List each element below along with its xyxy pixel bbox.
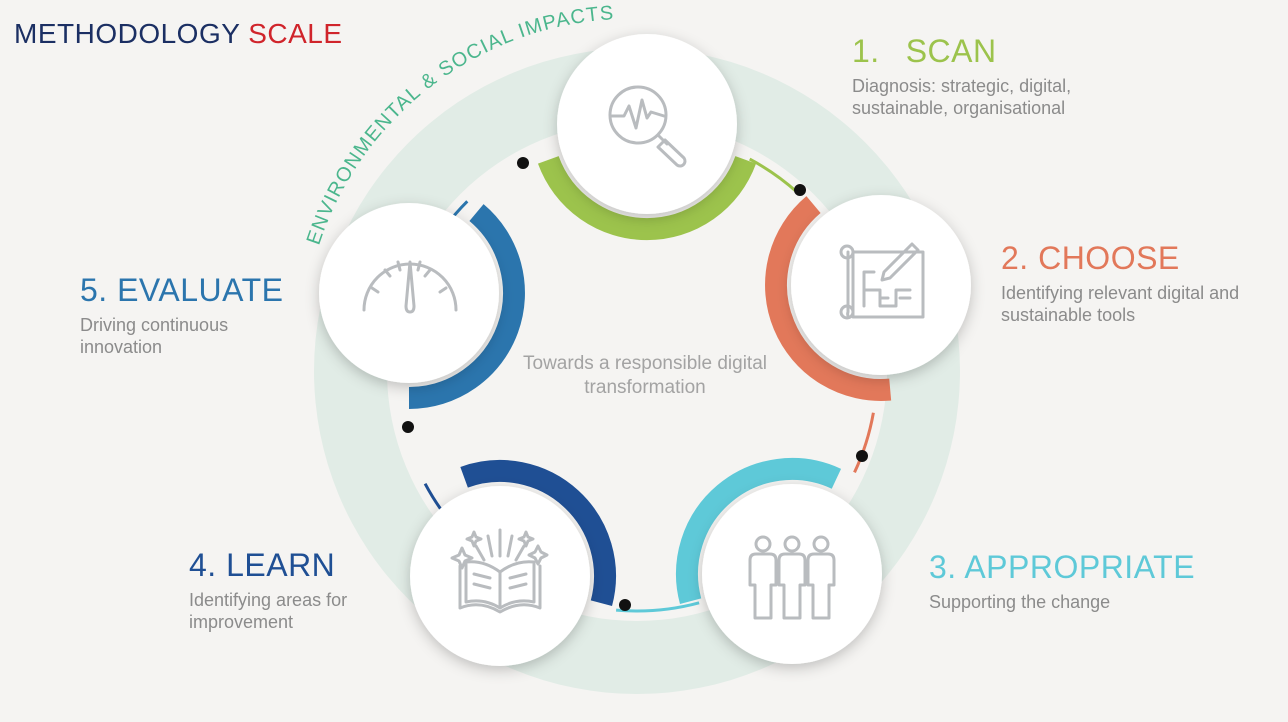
center-caption: Towards a responsible digital transforma…: [523, 353, 767, 398]
step-choose: 2. CHOOSE Identifying relevant digital a…: [1001, 240, 1261, 326]
connector-dots: [402, 157, 868, 611]
node-evaluate-circle: [319, 203, 499, 383]
title-methodology: METHODOLOGY: [14, 18, 240, 49]
blueprint-pencil-icon: [839, 242, 925, 320]
step-learn-number: 4.: [189, 547, 217, 583]
connector-dot-3: [856, 450, 868, 462]
step-evaluate-number: 5.: [80, 272, 108, 308]
step-scan-name: SCAN: [905, 33, 997, 69]
magnifier-pulse-icon: [608, 85, 687, 168]
connector-appropriate: [615, 601, 700, 613]
title-scale: SCALE: [248, 18, 343, 49]
step-choose-description: Identifying relevant digital and sustain…: [1001, 283, 1240, 326]
page-title: METHODOLOGY SCALE: [14, 18, 343, 50]
step-choose-name: CHOOSE: [1038, 240, 1180, 276]
band-appropriate: [676, 458, 842, 605]
node-evaluate: [319, 203, 499, 383]
connector-choose: [853, 412, 875, 474]
step-appropriate-description: Supporting the change: [929, 592, 1111, 613]
connector-dot-5: [402, 421, 414, 433]
step-learn-name: LEARN: [226, 547, 336, 583]
connector-dot-2: [794, 184, 806, 196]
node-scan: [557, 34, 737, 214]
gauge-icon: [362, 260, 458, 314]
band-scan: [537, 155, 757, 240]
people-group-icon: [748, 535, 836, 620]
step-scan-description: Diagnosis: strategic, digital, sustainab…: [852, 76, 1072, 119]
step-evaluate-name: EVALUATE: [117, 272, 284, 308]
node-choose: [791, 195, 971, 375]
node-scan-circle: [557, 34, 737, 214]
step-evaluate: 5. EVALUATE Driving continuous innovatio…: [80, 272, 284, 358]
node-choose-circle: [791, 195, 971, 375]
step-appropriate: 3. APPROPRIATE Supporting the change: [929, 549, 1229, 613]
open-book-icon: [450, 528, 549, 614]
node-learn: [410, 486, 590, 666]
connector-dot-4: [619, 599, 631, 611]
step-choose-number: 2.: [1001, 240, 1029, 276]
step-choose-title: 2. CHOOSE: [1001, 240, 1261, 276]
step-scan: 1. SCAN Diagnosis: strategic, digital, su…: [852, 33, 1122, 119]
step-appropriate-title: 3. APPROPRIATE: [929, 549, 1229, 585]
node-appropriate: [702, 484, 882, 664]
step-learn-description: Identifying areas for improvement: [189, 590, 348, 633]
node-appropriate-circle: [702, 484, 882, 664]
bands: [408, 155, 892, 607]
step-evaluate-description: Driving continuous innovation: [80, 315, 229, 358]
step-scan-number: 1.: [852, 33, 880, 69]
step-learn: 4. LEARN Identifying areas for improveme…: [189, 547, 389, 633]
band-choose: [765, 196, 892, 401]
step-appropriate-name: APPROPRIATE: [964, 549, 1196, 585]
step-learn-title: 4. LEARN: [189, 547, 389, 583]
connector-dot-1: [517, 157, 529, 169]
band-evaluate: [408, 204, 525, 409]
step-scan-title: 1. SCAN: [852, 33, 1122, 69]
band-learn: [460, 460, 616, 607]
step-evaluate-title: 5. EVALUATE: [80, 272, 284, 308]
step-appropriate-number: 3.: [929, 549, 957, 585]
